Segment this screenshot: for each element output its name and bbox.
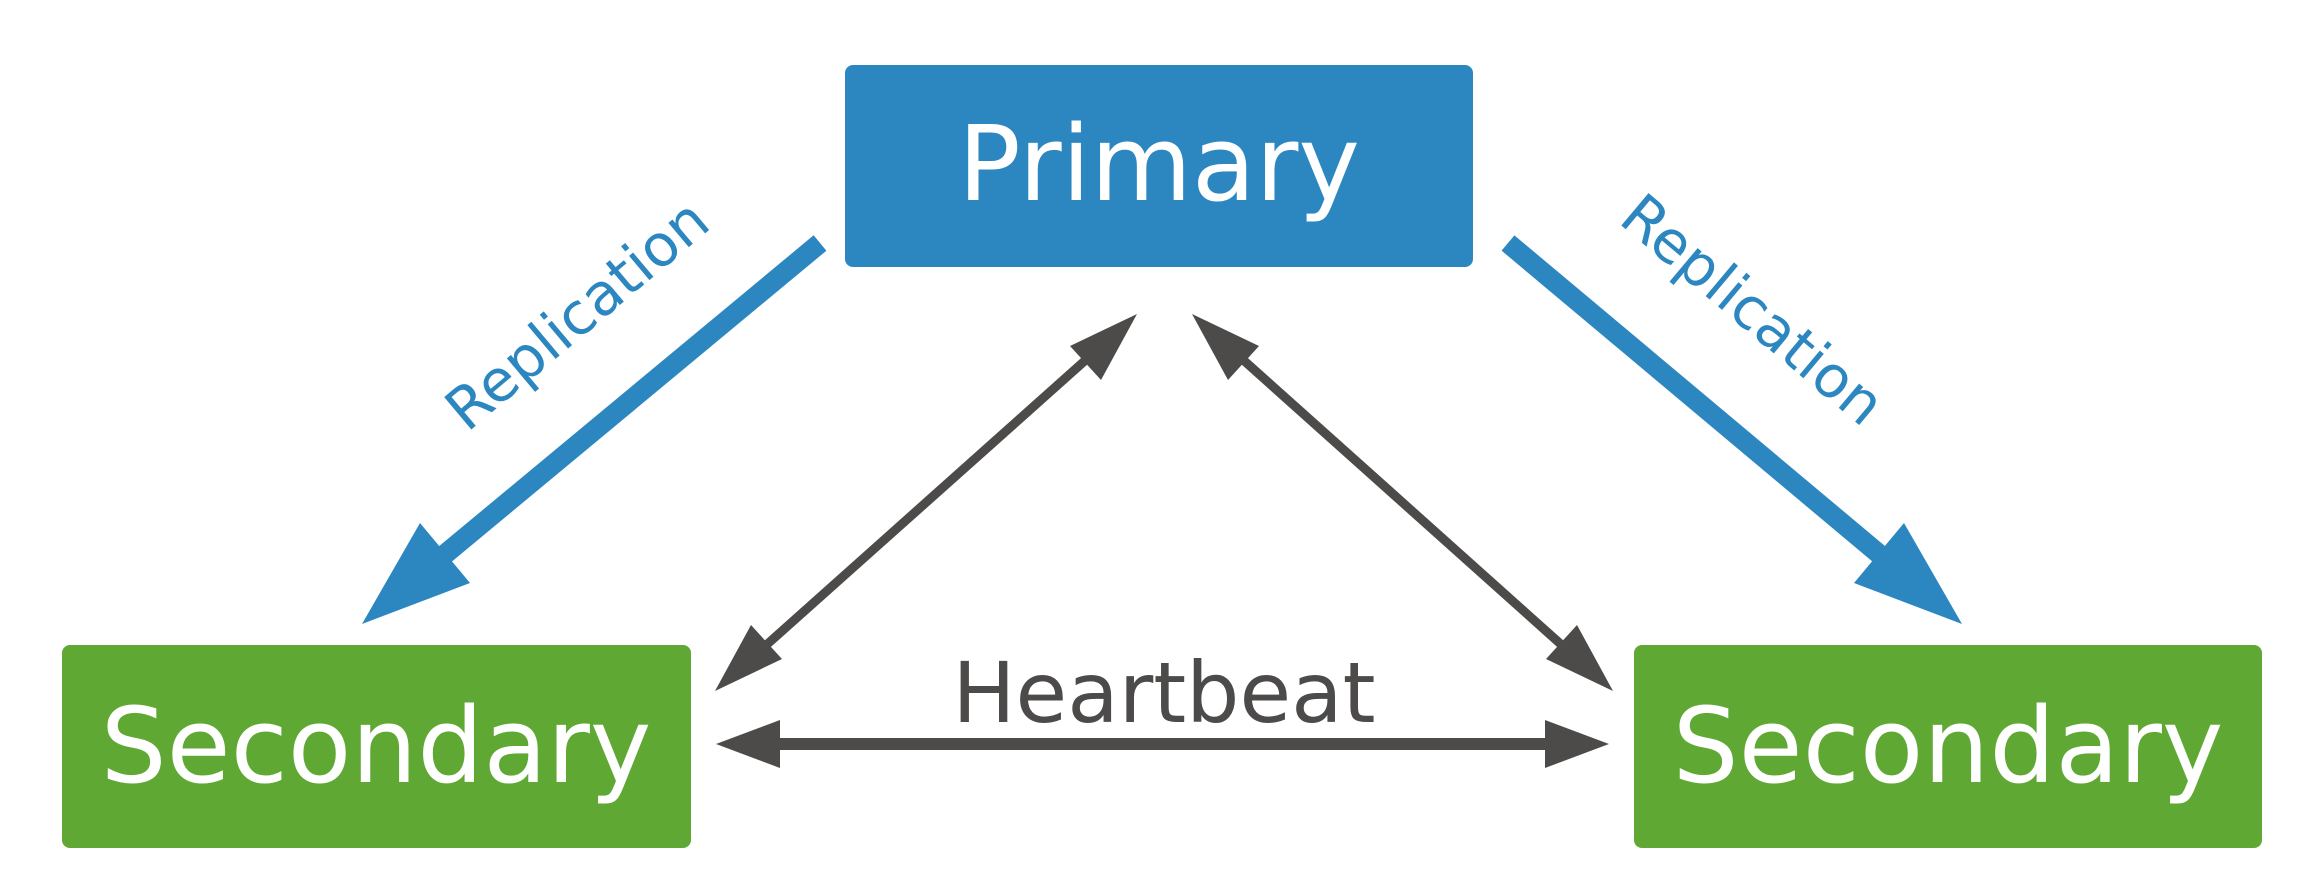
- heartbeat-arrow-horizontal: [716, 720, 1609, 768]
- replication-arrow-left: [362, 235, 827, 624]
- heartbeat-arrow-left-diagonal: [715, 314, 1137, 691]
- secondary-node-left: Secondary: [62, 645, 691, 848]
- secondary-left-label: Secondary: [101, 685, 652, 807]
- primary-node: Primary: [845, 65, 1473, 267]
- replication-label-right: Replication: [1608, 180, 1898, 438]
- replication-label-left: Replication: [432, 185, 722, 443]
- primary-label: Primary: [958, 103, 1360, 225]
- heartbeat-label: Heartbeat: [952, 644, 1375, 742]
- heartbeat-arrow-right-diagonal: [1192, 314, 1613, 691]
- secondary-right-label: Secondary: [1673, 685, 2224, 807]
- secondary-node-right: Secondary: [1634, 645, 2262, 848]
- replication-arrow-right: [1501, 235, 1962, 624]
